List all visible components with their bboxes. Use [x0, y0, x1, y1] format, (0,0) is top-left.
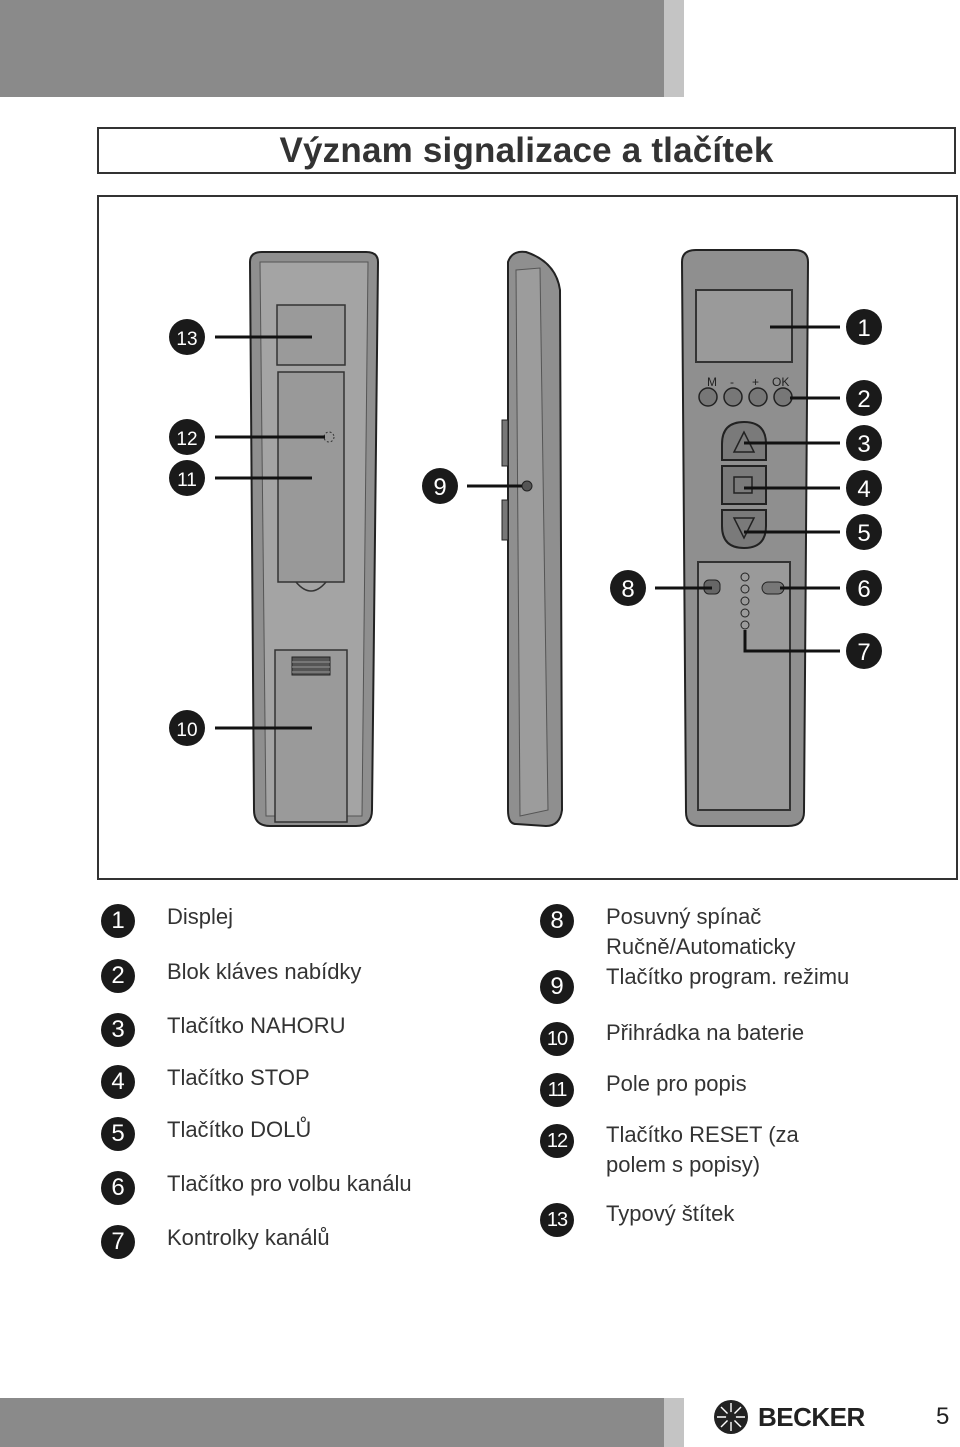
minus-button: [723, 387, 743, 407]
legend-item: 9 Tlačítko program. režimu: [540, 964, 849, 1004]
svg-text:-: -: [730, 375, 734, 389]
program-mode-button: [521, 480, 533, 492]
svg-text:13: 13: [176, 329, 197, 350]
callout-3: 3: [846, 425, 882, 461]
legend-text: Posuvný spínač: [606, 904, 762, 929]
legend-item: 11 Pole pro popis: [540, 1071, 747, 1107]
legend-number: 12: [540, 1124, 574, 1158]
legend-number: 1: [101, 904, 135, 938]
svg-text:5: 5: [857, 520, 870, 547]
svg-text:10: 10: [176, 720, 197, 741]
reset-button: [323, 431, 335, 443]
header-bar: [0, 0, 664, 97]
battery-compartment: [274, 649, 348, 823]
legend-text: Tlačítko program. režimu: [606, 964, 850, 989]
down-button: [721, 509, 767, 550]
page-number: 5: [936, 1403, 950, 1430]
callout-markers: 13 12 11 10 9 8 1 2 3 4 5 6 7: [169, 309, 882, 746]
legend-text: Blok kláves nabídky: [167, 959, 362, 984]
menu-button: [698, 387, 718, 407]
legend-text: Pole pro popis: [606, 1071, 747, 1096]
svg-text:3: 3: [857, 431, 870, 458]
callout-lines: [215, 325, 840, 730]
legend-item: 8 Posuvný spínač Ručně/Automaticky: [540, 904, 796, 962]
callout-8: 8: [610, 570, 646, 606]
legend-item: 5 Tlačítko DOLŮ: [101, 1117, 311, 1151]
remote-side-view: [501, 250, 564, 828]
svg-text:M: M: [707, 375, 717, 389]
remote-back-view: [248, 251, 380, 827]
legend-text: Přihrádka na baterie: [606, 1020, 805, 1045]
stop-button: [721, 465, 767, 505]
legend-number: 11: [540, 1073, 574, 1107]
legend-number: 5: [101, 1117, 135, 1151]
legend-number: 4: [101, 1065, 135, 1099]
legend-item: 1 Displej: [101, 904, 233, 938]
legend-text: Tlačítko RESET (za: [606, 1122, 799, 1147]
callout-6: 6: [846, 570, 882, 606]
callout-10: 10: [169, 710, 205, 746]
legend-item: 7 Kontrolky kanálů: [101, 1225, 330, 1259]
legend-text: Typový štítek: [606, 1201, 735, 1226]
footer-bar-accent: [664, 1398, 684, 1447]
callout-12: 12: [169, 419, 205, 455]
callout-4: 4: [846, 470, 882, 506]
legend-number: 3: [101, 1013, 135, 1047]
legend-item: 3 Tlačítko NAHORU: [101, 1013, 345, 1047]
callout-11: 11: [169, 460, 205, 496]
header-bar-accent: [664, 0, 684, 97]
legend-number: 6: [101, 1171, 135, 1205]
legend-number: 10: [540, 1022, 574, 1056]
ok-button: [773, 387, 793, 407]
legend-number: 9: [540, 970, 574, 1004]
legend-text: Displej: [167, 904, 234, 929]
legend-text-line2: Ručně/Automaticky: [606, 934, 796, 959]
plus-button: [748, 387, 768, 407]
svg-text:12: 12: [176, 429, 197, 450]
page-title: Význam signalizace a tlačítek: [279, 130, 774, 170]
footer-bar: [0, 1398, 664, 1447]
callout-5: 5: [846, 514, 882, 550]
legend-text: Tlačítko pro volbu kanálu: [167, 1171, 412, 1196]
svg-text:8: 8: [621, 576, 634, 603]
svg-text:2: 2: [857, 386, 870, 413]
svg-text:OK: OK: [772, 375, 789, 389]
callout-13: 13: [169, 319, 205, 355]
legend-number: 8: [540, 904, 574, 938]
callout-2: 2: [846, 380, 882, 416]
legend-text: Tlačítko STOP: [167, 1065, 310, 1090]
legend-item: 12 Tlačítko RESET (za polem s popisy): [540, 1122, 799, 1180]
svg-text:9: 9: [433, 474, 446, 501]
svg-text:1: 1: [857, 315, 870, 342]
figure-frame: [97, 195, 958, 880]
legend-item: 2 Blok kláves nabídky: [101, 959, 361, 993]
legend-item: 4 Tlačítko STOP: [101, 1065, 310, 1099]
remote-front-view: M - + OK: [680, 249, 810, 827]
svg-text:+: +: [752, 375, 759, 389]
up-button: [721, 420, 767, 461]
callout-7: 7: [846, 633, 882, 669]
remote-control-illustration: M - + OK: [169, 249, 882, 828]
becker-logo-icon: [714, 1400, 748, 1434]
brand-logo: BECKER: [712, 1398, 865, 1436]
legend-text: Kontrolky kanálů: [167, 1225, 330, 1250]
svg-text:11: 11: [177, 470, 197, 491]
svg-text:7: 7: [857, 639, 870, 666]
svg-text:4: 4: [857, 476, 870, 503]
legend-text-line2: polem s popisy): [606, 1152, 761, 1177]
legend-item: 6 Tlačítko pro volbu kanálu: [101, 1171, 412, 1205]
brand-name: BECKER: [758, 1401, 865, 1432]
legend-text: Tlačítko NAHORU: [167, 1013, 346, 1038]
legend-number: 13: [540, 1203, 574, 1237]
type-plate: [276, 304, 346, 366]
callout-1: 1: [846, 309, 882, 345]
legend-text: Tlačítko DOLŮ: [167, 1117, 312, 1142]
legend-item: 13 Typový štítek: [540, 1201, 734, 1237]
title-box: Význam signalizace a tlačítek: [97, 127, 956, 174]
legend-item: 10 Přihrádka na baterie: [540, 1020, 804, 1056]
legend-number: 2: [101, 959, 135, 993]
callout-9: 9: [422, 468, 458, 504]
legend-number: 7: [101, 1225, 135, 1259]
svg-text:6: 6: [857, 576, 870, 603]
